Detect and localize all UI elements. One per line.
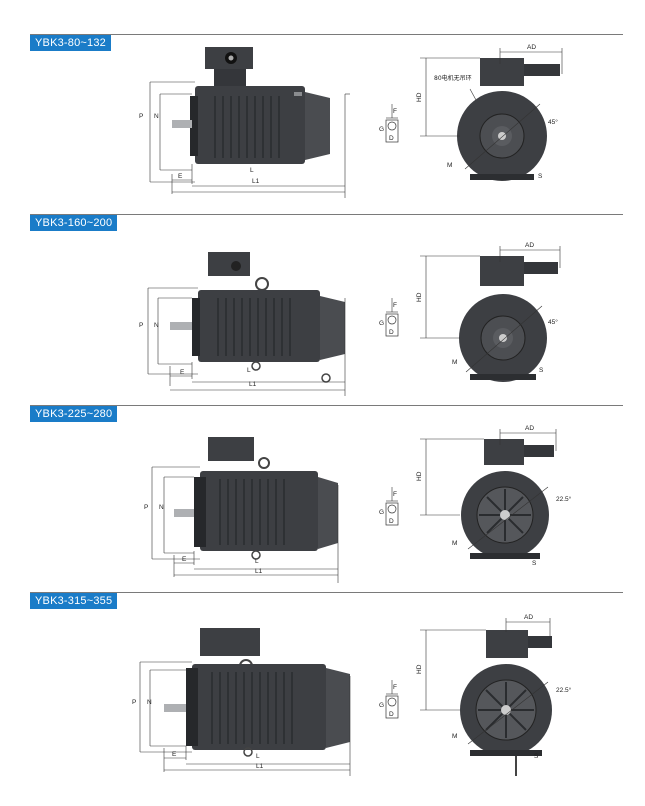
dim-n: N — [154, 113, 159, 120]
dim-hd: HD — [416, 664, 423, 674]
dim-d: D — [389, 329, 394, 336]
section-ybk3-315-355: YBK3-315~355 — [0, 592, 645, 804]
dim-l1: L1 — [252, 178, 260, 185]
dim-l: L — [250, 167, 254, 174]
drawing-160-200: P N E L L1 G D F AD HD M — [139, 242, 561, 396]
series-tag: YBK3-315~355 — [30, 593, 118, 609]
dim-angle: 22.5° — [556, 686, 572, 694]
dim-l: L — [255, 558, 259, 565]
drawing-80-132: P N E L L1 G D F — [139, 44, 563, 198]
dim-s: S — [539, 367, 544, 374]
dim-l: L — [247, 367, 251, 374]
section-rule — [30, 405, 623, 406]
dim-n: N — [147, 699, 152, 706]
dim-ad: AD — [525, 425, 534, 432]
dim-l1: L1 — [249, 381, 257, 388]
dim-d: D — [389, 135, 394, 142]
note-no-lifting-ring: 80电机无吊环 — [434, 74, 472, 82]
section-rule — [30, 592, 623, 593]
side-view-motor — [174, 437, 338, 560]
dim-e: E — [178, 173, 183, 180]
dim-m: M — [447, 162, 452, 169]
series-tag: YBK3-225~280 — [30, 406, 118, 422]
dim-m: M — [452, 733, 457, 740]
dim-p: P — [139, 322, 143, 329]
dim-s: S — [532, 560, 537, 567]
section-rule — [30, 34, 623, 35]
dim-l: L — [256, 753, 260, 760]
dim-p: P — [139, 113, 143, 120]
section-ybk3-160-200: YBK3-160~200 — [0, 214, 645, 404]
front-view-motor — [461, 439, 554, 559]
dim-angle: 22.5° — [556, 495, 572, 503]
dim-g: G — [379, 702, 384, 709]
front-view-motor — [460, 630, 552, 776]
dim-p: P — [144, 504, 148, 511]
dim-angle: 45° — [548, 118, 558, 126]
dim-s: S — [538, 173, 543, 180]
side-view-motor — [172, 47, 330, 164]
dim-n: N — [154, 322, 159, 329]
dim-d: D — [389, 711, 394, 718]
dim-e: E — [172, 751, 177, 758]
dim-l1: L1 — [256, 763, 264, 770]
drawing-225-280: P N E L L1 G D F — [144, 425, 572, 583]
shaft-key-detail: G D F — [379, 680, 399, 719]
dim-d: D — [389, 518, 394, 525]
dim-hd: HD — [416, 92, 423, 102]
section-rule — [30, 214, 623, 215]
dim-s: S — [534, 753, 539, 760]
dim-ad: AD — [524, 614, 533, 621]
shaft-key-detail: G D F — [379, 298, 399, 337]
dim-m: M — [452, 359, 457, 366]
series-tag: YBK3-160~200 — [30, 215, 118, 231]
drawing-315-355: P N E L L1 G D F — [132, 614, 572, 776]
dim-e: E — [182, 556, 187, 563]
section-ybk3-80-132: YBK3-80~132 — [0, 34, 645, 212]
dim-l1: L1 — [255, 568, 263, 575]
dim-m: M — [452, 540, 457, 547]
front-view-motor — [459, 256, 558, 382]
side-view-motor — [164, 628, 350, 757]
dim-g: G — [379, 320, 384, 327]
dim-n: N — [159, 504, 164, 511]
shaft-key-detail: G D F — [379, 104, 399, 143]
dim-angle: 45° — [548, 318, 558, 326]
dim-p: P — [132, 699, 136, 706]
dim-f: F — [393, 108, 397, 115]
section-ybk3-225-280: YBK3-225~280 P — [0, 405, 645, 591]
dim-g: G — [379, 509, 384, 516]
dim-g: G — [379, 126, 384, 133]
dim-ad: AD — [527, 44, 536, 51]
dim-ad: AD — [525, 242, 534, 249]
side-view-motor — [170, 252, 345, 383]
dim-hd: HD — [416, 471, 423, 481]
dim-f: F — [393, 684, 397, 691]
dim-f: F — [393, 491, 397, 498]
shaft-key-detail: G D F — [379, 487, 399, 526]
series-tag: YBK3-80~132 — [30, 35, 112, 51]
dim-hd: HD — [416, 292, 423, 302]
dim-f: F — [393, 302, 397, 309]
dim-e: E — [180, 369, 185, 376]
